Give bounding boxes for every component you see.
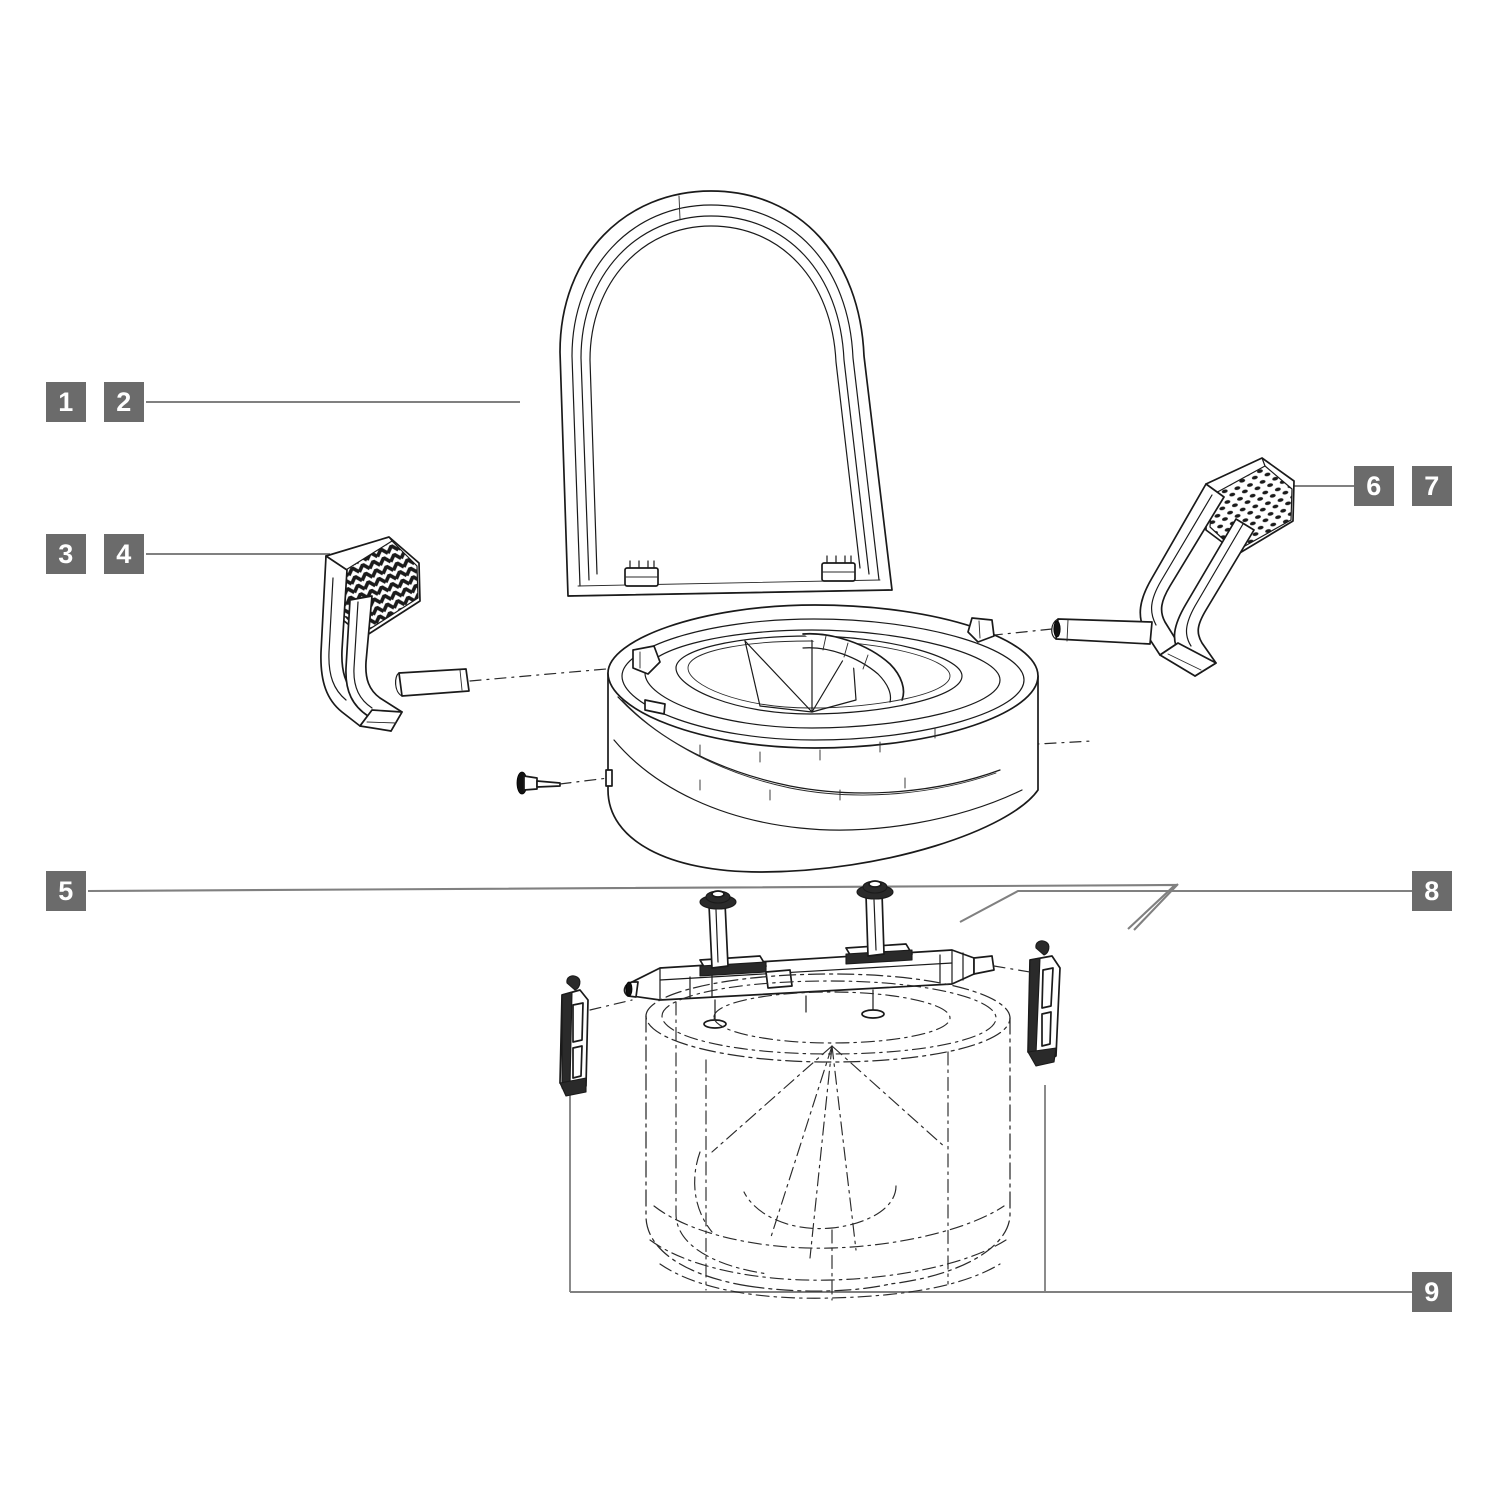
callout-2-label: 2 xyxy=(116,386,132,417)
left-armrest-peg-cap xyxy=(395,672,403,697)
hinge-knob-fastener-right xyxy=(845,880,913,965)
hinge-knob-fastener-left xyxy=(699,890,767,977)
knob-right-washer xyxy=(845,949,913,965)
lid-inner-rim-1 xyxy=(571,204,880,587)
lid-outer-panel xyxy=(559,190,893,597)
bar-right-end-cap xyxy=(973,955,995,975)
waste-bucket xyxy=(645,973,1011,1301)
lid-bottom-edge xyxy=(567,589,893,597)
bucket-opening xyxy=(713,991,951,1044)
bucket-crease-3 xyxy=(809,1045,833,1259)
axis-base-right xyxy=(1019,740,1093,746)
bar-end-seams xyxy=(659,949,953,1001)
knob-left-stem xyxy=(708,902,729,969)
bucket-wall-left xyxy=(645,1015,749,1287)
base-screw-hole xyxy=(605,769,613,787)
callout-1-label: 1 xyxy=(58,386,74,417)
rim-tick-marks xyxy=(699,727,936,801)
seat-base-assembly xyxy=(605,604,1039,873)
bucket-liner-left xyxy=(675,1001,769,1275)
callout-6[interactable]: 6 xyxy=(1354,466,1394,506)
right-armrest-front-post-edge xyxy=(1151,494,1213,626)
bucket-crease-5 xyxy=(831,1045,947,1149)
callout-1[interactable]: 1 xyxy=(46,382,86,422)
lid-assembly xyxy=(559,190,893,597)
callout-8[interactable]: 8 xyxy=(1412,871,1452,911)
callout-4-label: 4 xyxy=(116,538,132,569)
callout-3[interactable]: 3 xyxy=(46,534,86,574)
lid-inner-face xyxy=(589,225,861,575)
right-side-bracket xyxy=(993,940,1061,1067)
leader-line-8 xyxy=(959,889,1412,923)
right-armrest-rear-post-edge xyxy=(1185,523,1244,647)
left-bracket-slot-2 xyxy=(572,1045,583,1079)
screw-head xyxy=(523,775,538,791)
bucket-rim-mid xyxy=(661,980,997,1055)
bucket-wall-right xyxy=(889,1017,1011,1285)
lid-inner-rim-2 xyxy=(580,215,870,581)
bucket-band-3 xyxy=(659,1263,1001,1299)
bar-mid-seam xyxy=(659,962,953,981)
bowl-opening xyxy=(675,635,963,715)
axis-right-bracket xyxy=(993,965,1031,973)
bucket-inner-curve xyxy=(743,1185,897,1230)
left-bracket-foot xyxy=(559,1077,587,1097)
right-armrest xyxy=(1051,457,1295,677)
left-armrest-front-post-edge xyxy=(328,577,347,701)
right-bracket-foot xyxy=(1027,1047,1057,1067)
callout-3-label: 3 xyxy=(58,538,74,569)
leader-line-5 xyxy=(87,883,1178,930)
bucket-band-2 xyxy=(649,1239,1007,1281)
base-seam-line-3 xyxy=(613,739,1023,831)
left-armrest-mount-peg xyxy=(398,668,470,697)
hinge-socket-right xyxy=(967,617,995,643)
axis-left-bracket xyxy=(589,999,633,1011)
bowl-hinge-tube-edge xyxy=(802,647,892,703)
left-armrest-foot xyxy=(359,709,403,732)
left-bracket-hook xyxy=(566,975,581,991)
right-bracket-slot-1 xyxy=(1041,967,1054,1009)
bar-center-block xyxy=(765,969,793,989)
bucket-crease-1 xyxy=(711,1045,833,1153)
bucket-crease-6 xyxy=(694,1151,713,1233)
seat-base-top-rim xyxy=(607,604,1039,749)
callout-2[interactable]: 2 xyxy=(104,382,144,422)
left-side-bracket xyxy=(559,975,633,1097)
hinge-cross-bar-assembly xyxy=(623,880,995,1029)
lid-hinge-bracket-right xyxy=(821,555,856,582)
base-mount-screw xyxy=(516,771,609,795)
seat-rim-step-2 xyxy=(644,629,1001,729)
bucket-bottom-edge xyxy=(747,1283,891,1292)
callout-6-label: 6 xyxy=(1366,470,1382,501)
left-armrest-rear-post-edge xyxy=(353,601,373,709)
lid-hinge-bracket-left xyxy=(624,560,659,587)
callout-5[interactable]: 5 xyxy=(46,871,86,911)
right-armrest-foot xyxy=(1159,642,1217,677)
left-bracket-edge xyxy=(561,991,573,1089)
seat-rim-step-1 xyxy=(621,618,1025,741)
callout-4[interactable]: 4 xyxy=(104,534,144,574)
bucket-crease-4 xyxy=(831,1045,857,1251)
base-latch-button xyxy=(644,699,666,715)
bucket-crease-2 xyxy=(769,1045,833,1241)
callout-9-label: 9 xyxy=(1424,1276,1440,1307)
right-bracket-slot-2 xyxy=(1041,1011,1052,1047)
left-bracket-slot-1 xyxy=(572,1002,584,1043)
leader-lines xyxy=(87,400,1412,1294)
callout-9[interactable]: 9 xyxy=(1412,1272,1452,1312)
callout-7-label: 7 xyxy=(1424,470,1440,501)
left-armrest xyxy=(320,536,470,732)
right-armrest-mount-peg xyxy=(1055,618,1153,645)
callout-8-label: 8 xyxy=(1424,875,1440,906)
axis-screw xyxy=(559,777,609,785)
right-bracket-hook xyxy=(1035,940,1050,956)
base-seam-line-2 xyxy=(621,699,997,796)
callout-7[interactable]: 7 xyxy=(1412,466,1452,506)
screw-shaft xyxy=(536,780,561,788)
callout-5-label: 5 xyxy=(58,875,74,906)
bowl-opening-inner xyxy=(687,640,951,709)
lid-top-seam xyxy=(678,195,681,220)
